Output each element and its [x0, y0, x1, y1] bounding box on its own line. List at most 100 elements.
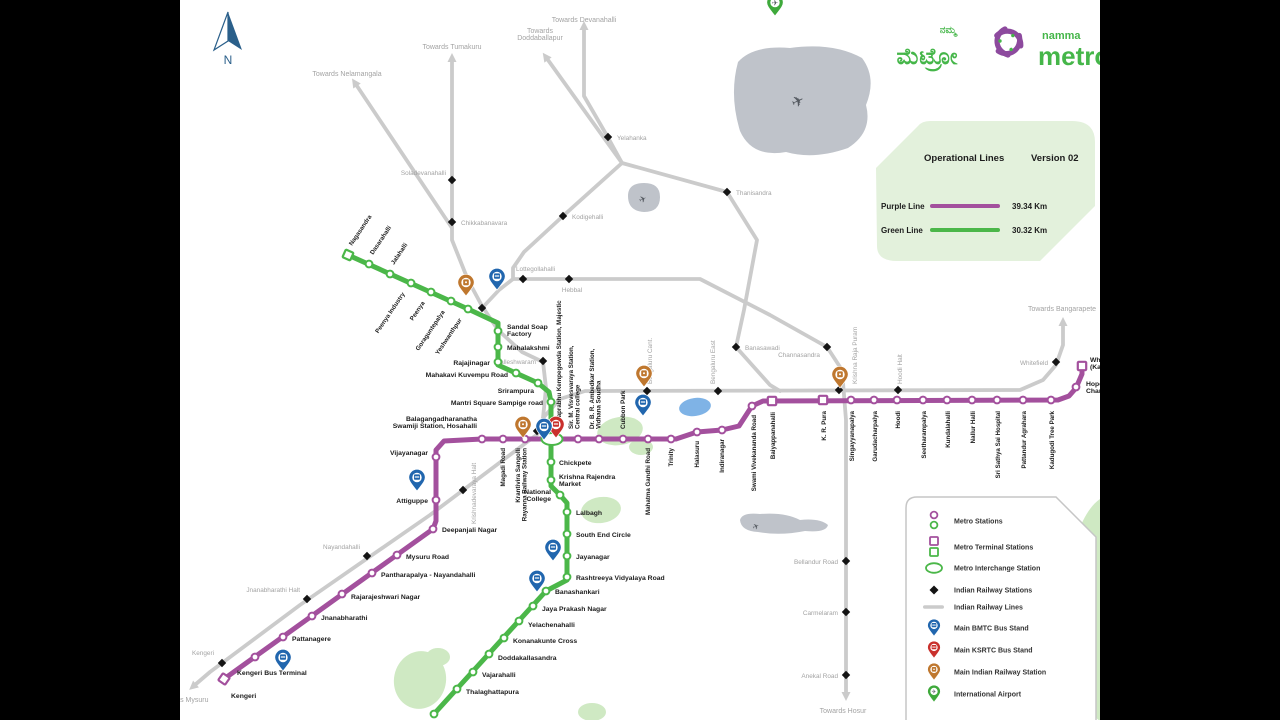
- operational-lines-title: Operational Lines: [924, 153, 1004, 164]
- airports-layer: ✈✈✈: [628, 46, 871, 534]
- station-kundalahalli-label: Kundalahalli: [945, 411, 952, 448]
- rail-station-krishna-raja-puram: [834, 385, 844, 395]
- bus-icon-window: [640, 401, 646, 403]
- bmtc-pin-icon: [488, 268, 506, 291]
- compass-arrow-right: [228, 12, 242, 50]
- station-peenya-industry-label: Peenya Industry: [374, 291, 407, 335]
- station-nagasandra-terminal: [341, 248, 355, 262]
- station-garudacharpalya: [869, 395, 879, 405]
- legend-label-indian-railway-stations: Indian Railway Stations: [954, 588, 1032, 595]
- rail-station-label-bengaluru-east: Bengaluru East: [710, 340, 717, 384]
- compass-arrow-left: [212, 11, 229, 52]
- station-srirampura: [533, 378, 543, 388]
- station-jaya-prakash-nagar: [528, 601, 538, 611]
- rail-station-label-banasawadi: Banasawadi: [745, 345, 780, 352]
- station-sir-m-visvesvaraya-station-central-college: [573, 434, 583, 444]
- station-kengeri-bus-terminal: [250, 652, 260, 662]
- overlay-layer: Nನಮ್ಮಮೆಟ್ರೋnammametroOperational LinesVe…: [212, 11, 1100, 720]
- station-vijayanagar-label: Vijayanagar: [390, 450, 428, 457]
- railway-pin-icon: [514, 416, 532, 439]
- logo-kannada-main: ಮೆಟ್ರೋ: [896, 43, 957, 73]
- station-kengeri-bus-terminal-label: Kengeri Bus Terminal: [237, 670, 307, 677]
- station-mahalakshmi-label: Mahalakshmi: [507, 345, 550, 352]
- line-length-green-line: 30.32 Km: [1012, 226, 1047, 235]
- station-peenya-industry: [406, 278, 416, 288]
- bus-icon-window: [553, 423, 559, 425]
- station-rajajinagar-label: Rajajinagar: [453, 360, 490, 367]
- rail-station-whitefield: [1051, 357, 1061, 367]
- rail-station-label-kengeri: Kengeri: [192, 650, 214, 657]
- station-rashtreeya-vidyalaya-road: [562, 572, 572, 582]
- park-area: [393, 651, 447, 709]
- towards-label-towards-hosur: Towards Hosur: [820, 708, 867, 715]
- station-whitefield-kadugodi-label: Whitefield(Kadugodi): [1090, 357, 1100, 371]
- station-halasuru: [692, 427, 702, 437]
- purple-station-icon: [929, 510, 939, 520]
- compass: N: [212, 11, 242, 67]
- namma-metro-logo: ನಮ್ಮಮೆಟ್ರೋnammametro: [896, 25, 1100, 73]
- station-swami-vivekananda-road-label: Swami Vivekananda Road: [751, 415, 758, 491]
- towards-label-towards-bangarapete: Towards Bangarapete: [1028, 306, 1096, 313]
- legend-panel: [905, 496, 1097, 720]
- rail-station-label-anekal-road: Anekal Road: [801, 673, 838, 680]
- line-name-purple-line: Purple Line: [881, 202, 925, 211]
- station-sir-m-visvesvaraya-station-central-college-label: Sir. M. Visvesvaraya Station,Central col…: [568, 345, 582, 429]
- purple-terminal-icon: [929, 536, 939, 546]
- rail-station-hebbal: [564, 274, 574, 284]
- station-lalbagh-label: Lalbagh: [576, 510, 602, 517]
- green-station-icon: [929, 520, 939, 530]
- train-icon-dot: [643, 372, 645, 375]
- rail-station-malleshwaram: [538, 356, 548, 366]
- station-thalaghattapura: [452, 684, 462, 694]
- rail-station-lottegollahalli: [518, 274, 528, 284]
- metro-map-svg: ✈✈✈SoladevanahalliChikkabanavaraYelahank…: [180, 0, 1100, 720]
- legend-row-main-ksrtc-bus-stand: Main KSRTC Bus Stand: [927, 640, 1033, 659]
- rail-arrow: [542, 52, 552, 63]
- bmtc-pin-icon: [544, 539, 562, 562]
- station-mahalakshmi: [493, 342, 503, 352]
- station-nagasandra-label: Nagasandra: [348, 213, 374, 247]
- legend-row-main-indian-railway-station: Main Indian Railway Station: [927, 662, 1046, 681]
- bmtc-pin-icon: [535, 418, 553, 441]
- station-jalahalli: [385, 269, 395, 279]
- station-kundalahalli: [942, 395, 952, 405]
- station-mahatma-gandhi-road: [643, 434, 653, 444]
- logo-flower-dot: [1009, 47, 1013, 52]
- station-dr-b-r-ambedkar-station-vidhana-soudha-label: Dr. B. R. Ambedkar Station,Vidhana Soudh…: [589, 348, 603, 429]
- rail-station-label-whitefield: Whitefield: [1020, 360, 1049, 367]
- ksrtc-pin-icon: [547, 416, 565, 439]
- legend-label-international-airport: International Airport: [954, 692, 1022, 699]
- station-konanakunte-cross-label: Konanakunte Cross: [513, 638, 577, 645]
- rail-station-kodigehalli: [558, 211, 568, 221]
- station-pantharapalya-nayandahalli: [367, 568, 377, 578]
- legend-label-main-indian-railway-station: Main Indian Railway Station: [954, 670, 1046, 677]
- station-rajarajeshwari-nagar: [337, 589, 347, 599]
- rail-station-banasawadi: [731, 342, 741, 352]
- station-singayyanapalya: [846, 395, 856, 405]
- bmtc-pin-icon: [927, 618, 941, 637]
- rail-station-label-jnanabharathi-halt: Jnanabharathi Halt: [246, 587, 300, 594]
- airport-pin-face: [770, 0, 780, 8]
- station-swami-vivekananda-road: [747, 401, 757, 411]
- station-whitefield-kadugodi-terminal: [1076, 360, 1088, 372]
- bus-icon-window: [280, 656, 286, 658]
- station-indiranagar-label: Indiranagar: [719, 438, 726, 472]
- station-mantri-square-sampige-road-label: Mantri Square Sampige road: [451, 400, 543, 407]
- station-sandal-soap-factory: [493, 326, 503, 336]
- station-doddakallasandra-label: Doddakallasandra: [498, 655, 557, 662]
- station-dasarahalli-label: Dasarahalli: [369, 225, 393, 257]
- purple-line-swatch: [930, 204, 1000, 208]
- rail-station-kengeri: [217, 658, 227, 668]
- rail-station-jnanabharathi-halt: [302, 594, 312, 604]
- bus-icon-window: [414, 476, 420, 478]
- station-seetharampalya-label: Seetharampalya: [921, 410, 928, 458]
- railway-pin-icon: [831, 366, 849, 389]
- legend-row-indian-railway-lines: Indian Railway Lines: [923, 605, 1023, 612]
- indian-railway-line: [511, 161, 624, 281]
- rail-station-label-lottegollahalli: Lottegollahalli: [516, 266, 555, 273]
- station-mahakavi-kuvempu-road: [511, 368, 521, 378]
- station-hoodi-label: Hoodi: [895, 411, 902, 429]
